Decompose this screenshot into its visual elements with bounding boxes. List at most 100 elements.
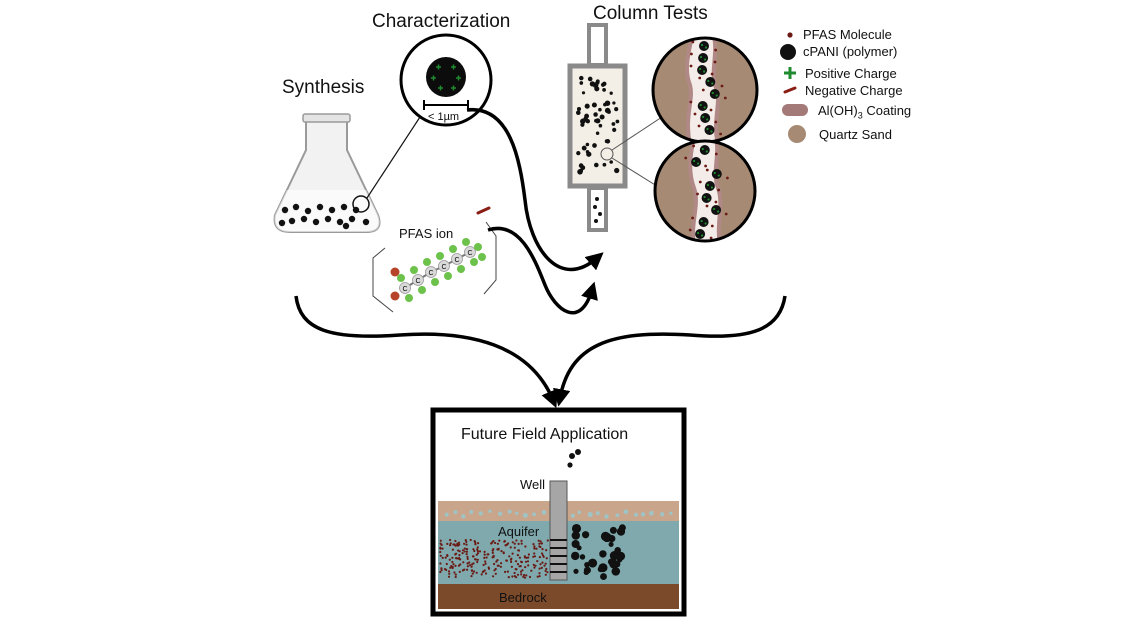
fluorine-atom (474, 243, 482, 251)
pfas-molecule-dot (710, 224, 714, 228)
column-particles (575, 75, 620, 175)
flask-particle (304, 207, 312, 215)
pfas-plume-dot (447, 575, 451, 578)
pfas-plume-dot (520, 561, 524, 564)
positive-charge-dot (700, 55, 703, 59)
pfas-plume-dot (535, 547, 538, 550)
pfas-plume-dot (455, 544, 458, 547)
pfas-plume-dot (516, 563, 520, 566)
pfas-plume-dot (519, 570, 523, 573)
positive-charge-dot (705, 150, 708, 153)
pfas-plume-dot (511, 575, 514, 578)
pfas-plume-dot (544, 573, 547, 576)
pfas-plume-dot (523, 556, 527, 559)
pfas-plume-dot (533, 566, 536, 569)
soil-pore (570, 513, 575, 518)
fluorine-atom (457, 265, 465, 273)
cpani-particle (700, 113, 711, 123)
pfas-plume-dot (545, 549, 548, 552)
pfas-molecule-dot (714, 120, 718, 124)
positive-charge-dot (717, 210, 720, 213)
pfas-molecule-dot (689, 64, 693, 68)
pfas-plume-dot (546, 571, 549, 574)
pfas-plume-dot (466, 565, 469, 568)
pfas-plume-dot (507, 576, 510, 579)
bedrock-layer (438, 584, 679, 609)
positive-charge-dot (715, 94, 718, 97)
flask-particle (312, 218, 320, 226)
carbon-atom-label: C (441, 264, 446, 271)
fluorine-atom (423, 258, 431, 266)
pfas-plume-dot (461, 552, 464, 555)
pfas-plume-dot (533, 545, 536, 548)
soil-pore (541, 510, 547, 515)
column-particle (580, 122, 585, 127)
positive-charge-dot (704, 46, 708, 49)
pfas-plume-dot (533, 555, 537, 558)
pfas-plume-dot (506, 570, 509, 573)
field-application-title: Future Field Application (461, 426, 629, 443)
legend-quartz-sand-label: Quartz Sand (819, 127, 892, 142)
pfas-plume-dot (546, 539, 549, 542)
cpani-particle (695, 229, 706, 239)
column-particle (609, 91, 613, 95)
pfas-molecule-dot (684, 156, 688, 160)
soil-pore (669, 511, 673, 515)
pfas-plume-dot (539, 563, 542, 566)
pfas-plume-dot (475, 553, 478, 556)
pfas-plume-dot (473, 549, 476, 553)
well-casing (549, 480, 568, 581)
pfas-plume-dot (440, 567, 443, 570)
pfas-plume-dot (500, 550, 503, 553)
pfas-plume-dot (493, 562, 496, 566)
carbon-atom (399, 282, 411, 294)
pfas-molecule-dot (713, 60, 717, 64)
carbon-atom-label: C (467, 250, 472, 257)
pfas-plume-dot (511, 541, 514, 544)
pfas-plume-dot (500, 562, 503, 565)
column-particle (576, 150, 581, 156)
pfas-plume-dot (487, 566, 490, 569)
pfas-plume-dot (464, 539, 467, 542)
pfas-plume-dot (451, 560, 454, 564)
pfas-plume-dot (491, 551, 494, 555)
field-application-panel (430, 407, 687, 617)
pfas-plume-dot (483, 556, 486, 560)
cpani-cluster-particle (583, 569, 589, 576)
pfas-plume-dot (469, 564, 472, 567)
pfas-plume-dot (446, 554, 449, 558)
pfas-plume-dot (465, 540, 468, 544)
pfas-plume-dot (534, 564, 537, 567)
pfas-plume-dot (544, 562, 547, 565)
cpani-particle (691, 157, 702, 167)
cpani-particle (711, 205, 722, 215)
pfas-plume-dot (484, 572, 488, 575)
pfas-plume-dot (469, 538, 472, 542)
positive-charge-dot (699, 103, 702, 107)
legend-symbols (780, 32, 808, 143)
cpani-particle (704, 125, 715, 135)
fluorine-atom (436, 252, 444, 260)
pfas-plume-dot (508, 555, 511, 558)
legend-pfas-molecule-symbol (787, 32, 793, 38)
flask-particle (281, 206, 289, 214)
positive-charge-dot (701, 234, 704, 237)
cpani-particle (699, 41, 709, 51)
pfas-plume-dot (476, 550, 479, 553)
pfas-plume-dot (455, 552, 458, 555)
pfas-plume-dot (492, 575, 495, 578)
pfas-plume-dot (449, 544, 452, 547)
pfas-molecule-dot (720, 84, 724, 88)
fluorine-atom (449, 245, 457, 253)
column-particle (594, 118, 598, 123)
pfas-molecule-dot (690, 52, 693, 56)
legend-coating-suffix: Coating (862, 103, 912, 118)
column-particle (586, 151, 592, 157)
fluorine-atom (462, 238, 470, 246)
pfas-molecule-dot (709, 236, 713, 240)
column-particle (614, 167, 620, 174)
pfas-plume-dot (483, 550, 486, 554)
column-particle (604, 107, 611, 114)
soil-pore (522, 512, 528, 518)
pfas-plume-dot (480, 573, 483, 576)
